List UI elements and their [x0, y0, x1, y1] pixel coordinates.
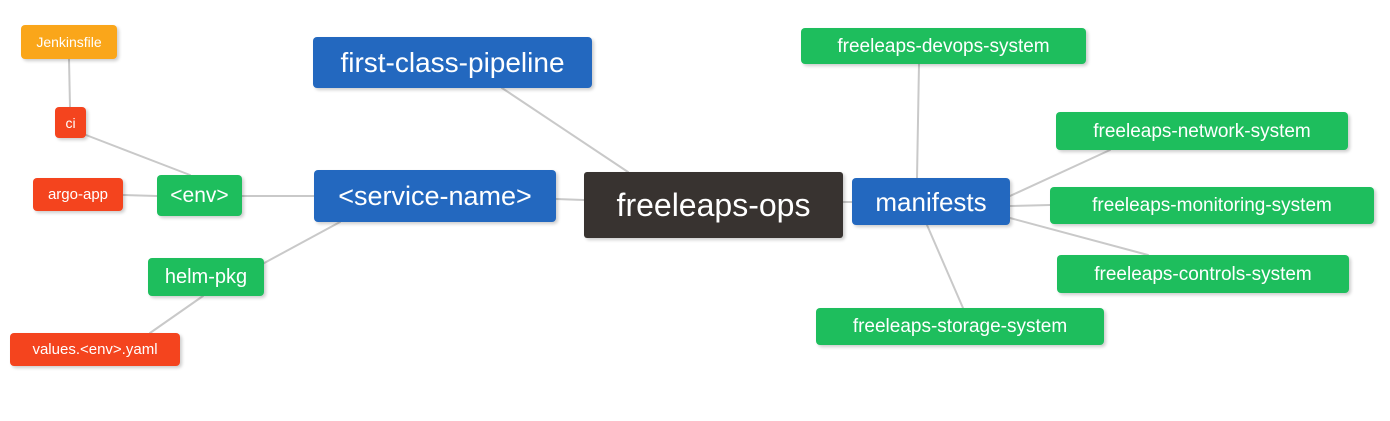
- mindmap-node-freeleaps-ops[interactable]: freeleaps-ops: [584, 172, 843, 238]
- node-label: freeleaps-monitoring-system: [1092, 195, 1332, 216]
- mindmap-node-manifests[interactable]: manifests: [852, 178, 1010, 225]
- edge-values-yaml-to-helm-pkg: [149, 295, 204, 334]
- node-label: helm-pkg: [164, 266, 248, 288]
- mindmap-node-ci[interactable]: ci: [55, 107, 86, 138]
- mindmap-node-freeleaps-devops-system[interactable]: freeleaps-devops-system: [801, 28, 1086, 64]
- mindmap-node-service-name[interactable]: <service-name>: [314, 170, 556, 222]
- edge-first-class-pipeline-to-freeleaps-ops: [501, 87, 629, 173]
- node-label: freeleaps-ops: [616, 187, 811, 223]
- mindmap-node-values-yaml[interactable]: values.<env>.yaml: [10, 333, 180, 366]
- mindmap-node-helm-pkg[interactable]: helm-pkg: [148, 258, 264, 296]
- edge-helm-pkg-to-service-name: [254, 221, 341, 269]
- mindmap-node-freeleaps-monitoring-system[interactable]: freeleaps-monitoring-system: [1050, 187, 1374, 224]
- node-label: freeleaps-network-system: [1093, 120, 1311, 142]
- node-label: ci: [65, 114, 76, 131]
- edge-jenkinsfile-to-ci: [68, 58, 71, 108]
- edge-manifests-to-freeleaps-devops-system: [916, 63, 920, 179]
- node-label: freeleaps-devops-system: [837, 35, 1050, 57]
- mindmap-node-env[interactable]: <env>: [157, 175, 242, 216]
- node-label: <env>: [170, 184, 229, 207]
- edge-manifests-to-freeleaps-storage-system: [926, 224, 964, 309]
- mindmap-node-argo-app[interactable]: argo-app: [33, 178, 123, 211]
- node-label: freeleaps-controls-system: [1094, 263, 1312, 285]
- mindmap-node-freeleaps-controls-system[interactable]: freeleaps-controls-system: [1057, 255, 1349, 293]
- mindmap-node-freeleaps-network-system[interactable]: freeleaps-network-system: [1056, 112, 1348, 150]
- edge-argo-app-to-env: [122, 194, 158, 197]
- mindmap-node-jenkinsfile[interactable]: Jenkinsfile: [21, 25, 117, 59]
- node-label: freeleaps-storage-system: [852, 316, 1068, 337]
- node-label: manifests: [875, 186, 987, 217]
- mindmap-node-first-class-pipeline[interactable]: first-class-pipeline: [313, 37, 592, 88]
- node-label: Jenkinsfile: [36, 34, 102, 50]
- edge-ci-to-env: [85, 134, 191, 176]
- edge-service-name-to-freeleaps-ops: [555, 198, 585, 201]
- node-label: values.<env>.yaml: [32, 341, 158, 358]
- edge-manifests-to-freeleaps-monitoring-system: [1009, 204, 1051, 207]
- node-label: first-class-pipeline: [340, 46, 565, 78]
- mindmap-node-freeleaps-storage-system[interactable]: freeleaps-storage-system: [816, 308, 1104, 345]
- node-label: argo-app: [47, 186, 109, 203]
- node-label: <service-name>: [338, 180, 532, 211]
